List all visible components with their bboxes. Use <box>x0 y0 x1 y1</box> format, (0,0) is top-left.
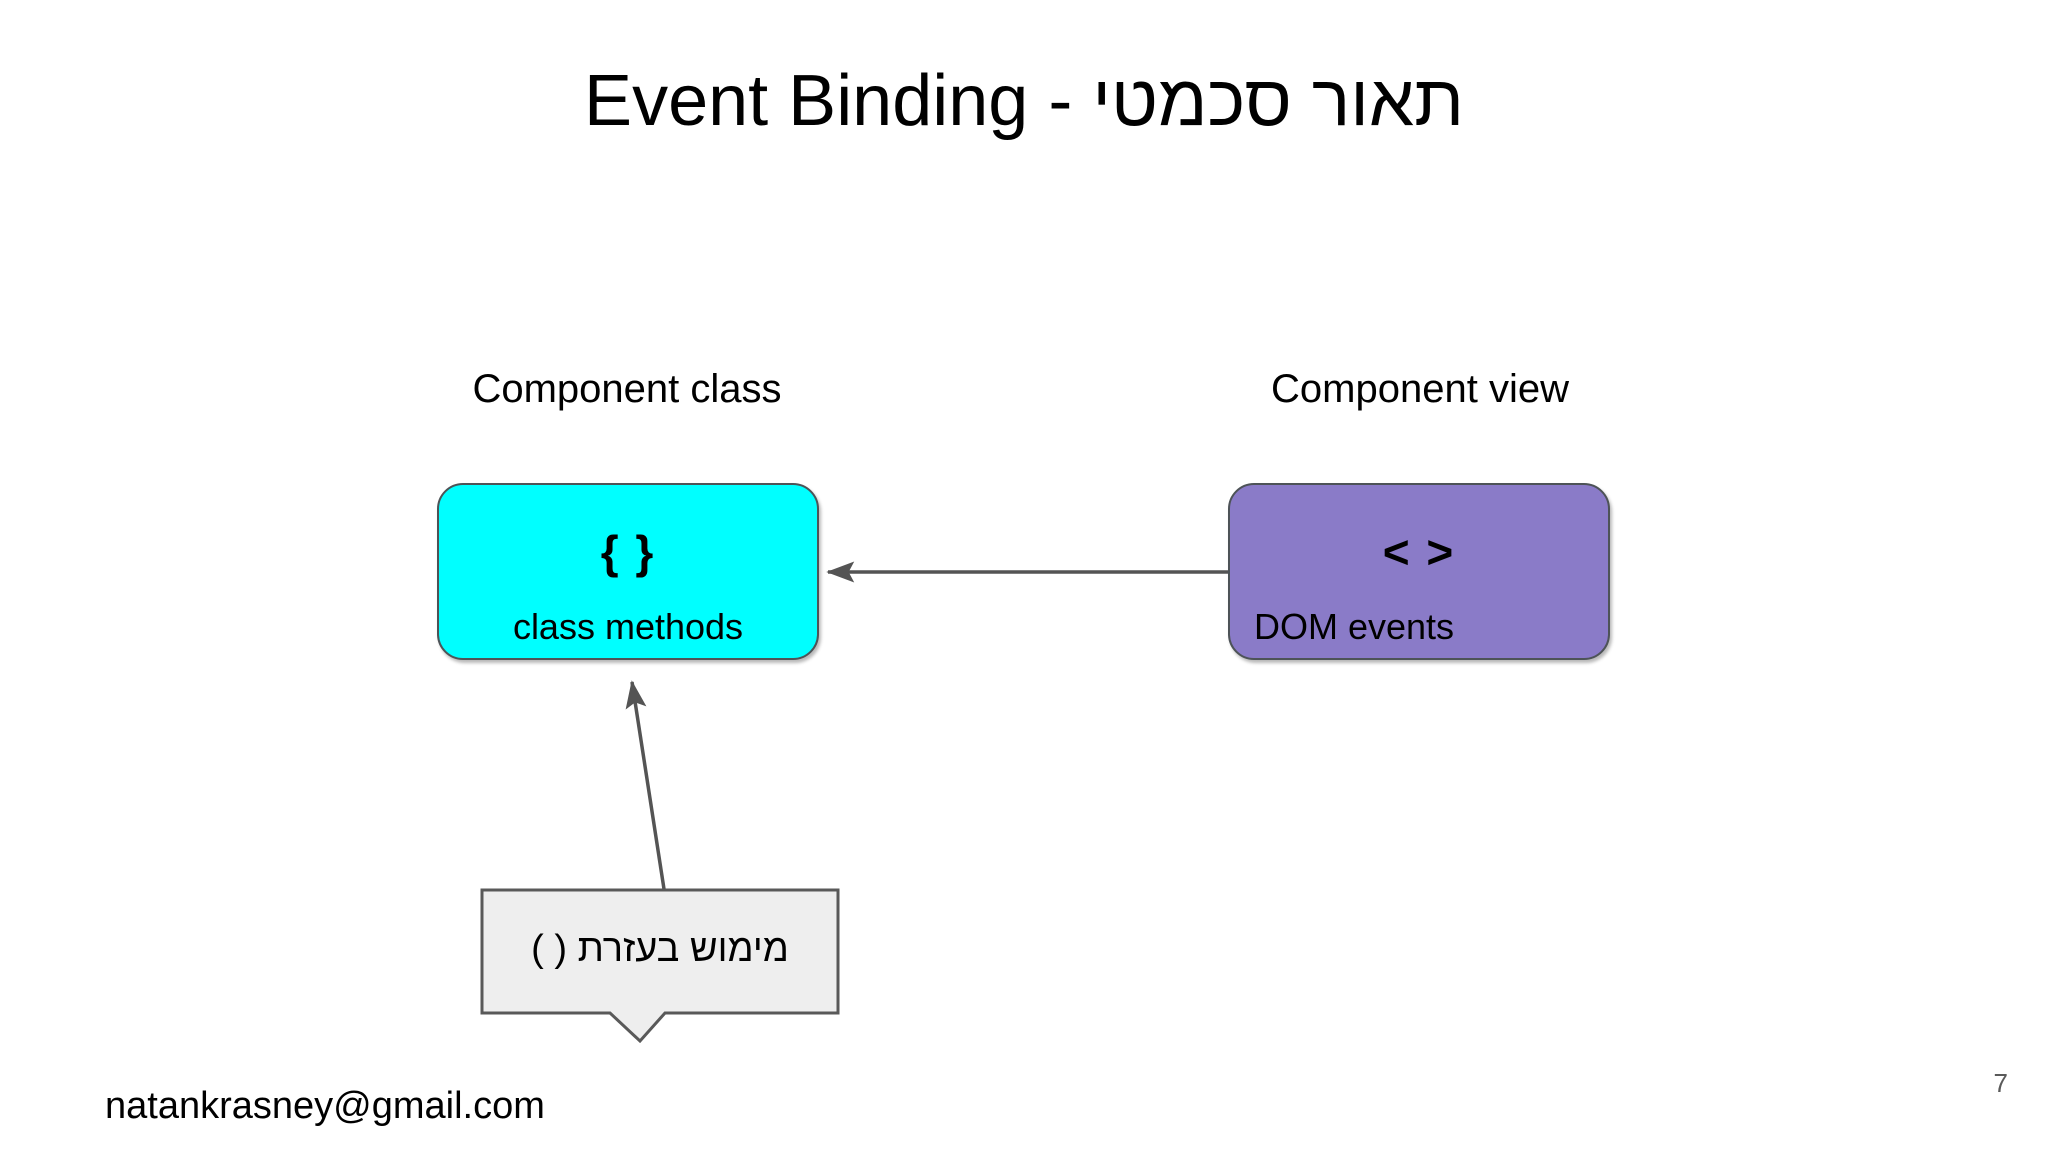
component-view-box[interactable]: < > DOM events <box>1228 483 1610 660</box>
footer-email: natankrasney@gmail.com <box>105 1085 545 1127</box>
angle-brackets-icon: < > <box>1382 526 1456 578</box>
page-title: Event Binding - תאור סכמטי <box>584 61 1464 141</box>
dom-events-label: DOM events <box>1254 606 1455 647</box>
callout-text: מימוש בעזרת ( ) <box>531 928 789 970</box>
arrow-callout-to-class <box>625 680 666 890</box>
page-number: 7 <box>1993 1068 2008 1098</box>
caption-component-view: Component view <box>1271 367 1569 411</box>
class-methods-label: class methods <box>512 606 744 647</box>
curly-braces-icon: { } <box>600 526 656 578</box>
component-class-box[interactable]: { } class methods <box>437 483 819 660</box>
callout-shape-path <box>480 888 840 1043</box>
callout-bubble[interactable] <box>480 888 840 1043</box>
caption-component-class: Component class <box>472 367 782 411</box>
